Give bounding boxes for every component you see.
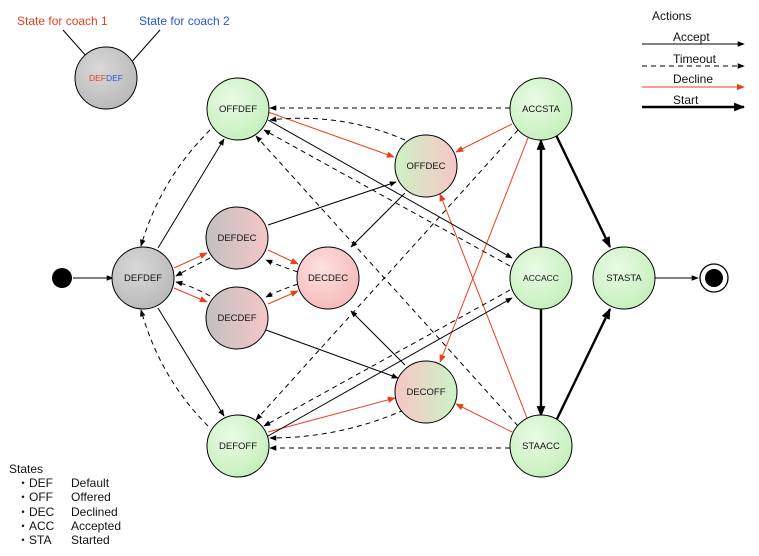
states-item: ・DEF Default <box>9 476 121 490</box>
caption-coach2: State for coach 2 <box>139 14 230 28</box>
edge-defdec-to-defdef-timeout <box>175 257 211 277</box>
end-node <box>699 263 729 293</box>
edge-offdef-to-accacc <box>267 119 513 259</box>
node-decdef: DECDEF <box>205 286 269 350</box>
node-defdec: DEFDEC <box>205 206 269 270</box>
legend-timeout-label: Timeout <box>673 52 717 66</box>
states-item: ・DEC Declined <box>9 505 121 519</box>
start-node <box>52 268 72 288</box>
node-decdec-label: DECDEC <box>308 273 348 284</box>
states-item: ・ACC Accepted <box>9 519 121 533</box>
node-accsta-label: ACCSTA <box>522 104 560 115</box>
edge-defdef-to-offdef <box>157 138 225 249</box>
edges <box>62 29 699 451</box>
node-defoff-label: DEFOFF <box>219 441 257 452</box>
states-meaning: Started <box>71 533 110 548</box>
node-offdec: OFFDEC <box>394 134 458 198</box>
edge-offdef-to-offdec-decline <box>267 111 395 158</box>
node-stasta: STASTA <box>592 246 656 310</box>
edge-accsta-to-defoff-timeout <box>255 129 519 421</box>
states-abbr: ・DEF <box>17 476 54 491</box>
svg-text:DEFDEF: DEFDEF <box>89 73 123 83</box>
node-defdef-label: DEFDEF <box>124 273 162 284</box>
states-item: ・STA Started <box>9 533 121 547</box>
edge-defdec-to-decdec-decline <box>267 249 299 265</box>
legend-title: Actions <box>652 9 691 23</box>
states-abbr: ・OFF <box>17 490 53 505</box>
legend-decline-label: Decline <box>673 72 713 86</box>
states-title: States <box>9 462 44 476</box>
node-staacc-label: STAACC <box>522 441 560 452</box>
edge-accsta-to-decoff-decline <box>439 137 529 363</box>
nodes: DEFDEF DEFDEF OFFDEF DEFDEC DECDEF DEFOF… <box>52 46 729 478</box>
states-item: ・OFF Offered <box>9 490 121 504</box>
node-defoff: DEFOFF <box>206 414 270 478</box>
key-node-coach2: DEF <box>106 73 123 83</box>
node-stasta-label: STASTA <box>606 273 642 284</box>
edge-accsta-to-offdec-decline <box>455 123 513 153</box>
node-accsta: ACCSTA <box>509 77 573 141</box>
edge-decdec-to-defdec-timeout <box>265 259 299 273</box>
edge-defdef-to-defoff <box>157 307 225 417</box>
edge-defdef-to-defdec-decline <box>173 252 208 269</box>
edge-defdec-to-offdec <box>267 181 397 226</box>
edge-staacc-to-offdec-decline <box>439 193 528 419</box>
legend: Actions Accept Timeout Decline Start <box>642 9 746 112</box>
states-legend: States ・DEF Default ・OFF Offered ・DEC De… <box>9 462 121 547</box>
edge-defoff-to-decoff-decline <box>267 396 396 433</box>
caption-arrow-coach2 <box>127 29 161 67</box>
edge-defoff-to-accacc <box>267 297 513 437</box>
legend-start-label: Start <box>673 93 699 107</box>
edge-offdef-to-defdef-timeout <box>140 129 211 247</box>
node-staacc: STAACC <box>509 414 573 478</box>
node-decdec: DECDEC <box>296 246 360 310</box>
node-defdef: DEFDEF <box>111 246 175 310</box>
edge-decdef-to-decdec-decline <box>267 290 299 305</box>
key-node-coach1: DEF <box>89 73 106 83</box>
node-offdec-label: OFFDEC <box>406 161 445 172</box>
node-decoff: DECOFF <box>394 360 458 424</box>
node-accacc-label: ACCACC <box>523 273 559 283</box>
edge-offdec-to-decdec <box>350 192 406 248</box>
edge-accsta-to-stasta <box>554 134 612 248</box>
states-meaning: Accepted <box>71 518 122 533</box>
edge-defdef-to-decdef-decline <box>173 287 208 303</box>
edge-decdef-to-defdef-timeout <box>175 280 211 297</box>
states-meaning: Declined <box>71 504 118 519</box>
node-offdef: OFFDEF <box>206 77 270 141</box>
edge-staacc-to-offdef-timeout <box>255 135 519 427</box>
caption-coach1: State for coach 1 <box>17 14 108 28</box>
states-meaning: Offered <box>71 490 111 505</box>
states-abbr: ・ACC <box>17 518 55 533</box>
edge-decoff-to-decdec <box>350 310 406 366</box>
states-meaning: Default <box>71 476 110 491</box>
node-accacc: ACCACC <box>509 246 573 310</box>
node-offdef-label: OFFDEF <box>219 104 257 115</box>
node-decoff-label: DECOFF <box>406 387 445 398</box>
edge-accacc-to-defoff-timeout <box>263 289 511 427</box>
edge-decdef-to-decoff <box>265 329 399 379</box>
edge-defoff-to-defdef-timeout <box>140 309 209 427</box>
edge-staacc-to-decoff-decline <box>455 403 513 433</box>
edge-staacc-to-stasta <box>554 308 612 422</box>
node-defdec-label: DEFDEC <box>217 233 256 244</box>
key-node: DEFDEF <box>74 46 138 110</box>
legend-accept-label: Accept <box>673 30 710 44</box>
edge-accacc-to-offdef-timeout <box>263 129 511 267</box>
states-abbr: ・DEC <box>17 504 55 519</box>
node-decdef-label: DECDEF <box>217 313 256 324</box>
edge-decdec-to-decdef-timeout <box>265 283 299 298</box>
states-abbr: ・STA <box>17 533 52 548</box>
